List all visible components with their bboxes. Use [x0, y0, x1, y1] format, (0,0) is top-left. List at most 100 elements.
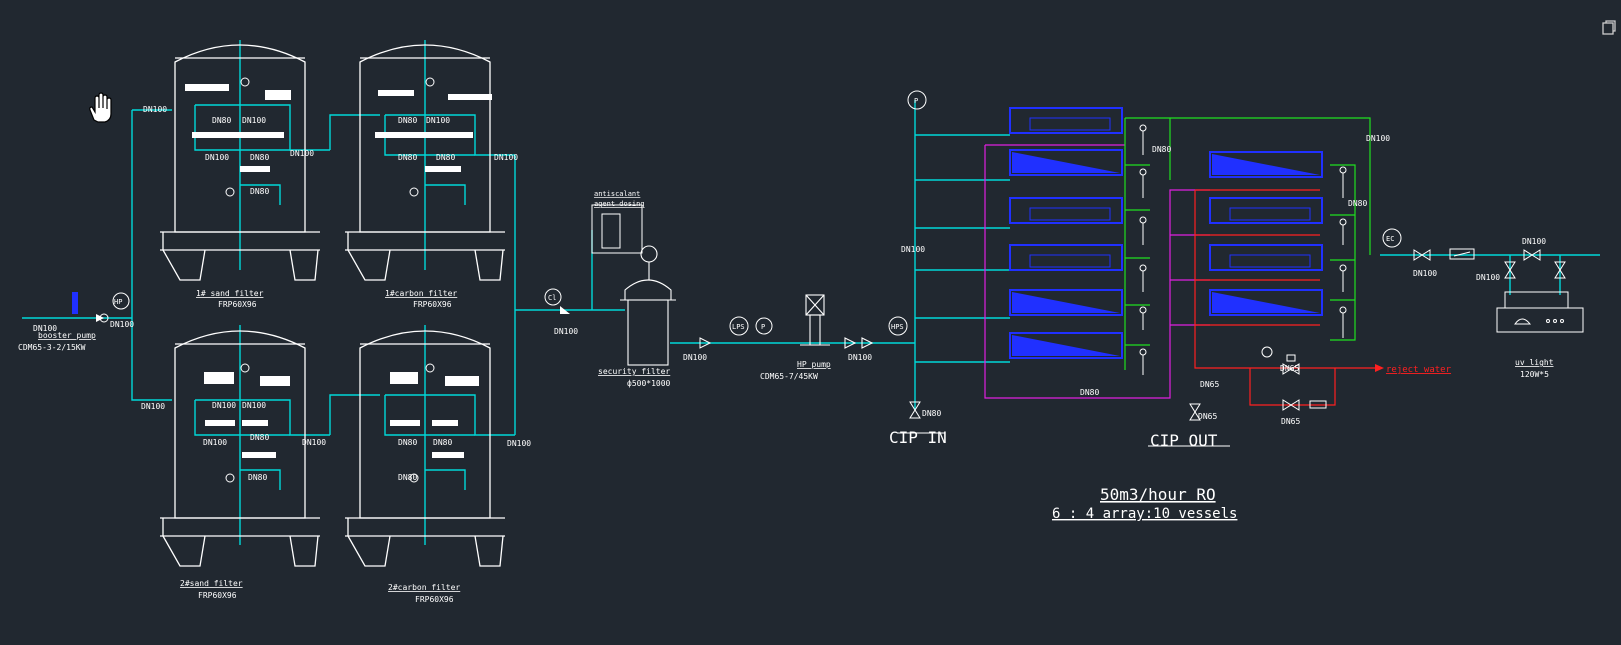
dn-label: DN100 — [507, 439, 531, 448]
ro-vessel — [1209, 197, 1323, 224]
dn-label: DN65 — [1280, 364, 1299, 373]
concentrate-pipes — [984, 144, 1210, 399]
dn-label: DN80 — [250, 153, 269, 162]
dn-label: DN100 — [494, 153, 518, 162]
carbon-filter-2-model: FRP60X96 — [415, 595, 454, 604]
dn-label: DN80 — [1152, 145, 1171, 154]
dn-label: DN100 — [302, 438, 326, 447]
dn-label: DN80 — [398, 438, 417, 447]
reject-water-label: reject water — [1386, 365, 1452, 375]
pan-hand-icon[interactable] — [86, 92, 116, 124]
sand-filter-1-model: FRP60X96 — [218, 300, 257, 309]
dn-label: DN100 — [848, 353, 872, 362]
ro-vessel — [1009, 289, 1123, 316]
dn-label: DN100 — [242, 116, 266, 125]
ro-vessel — [1009, 244, 1123, 271]
dn-label: DN80 — [250, 187, 269, 196]
dn-label: DN100 — [143, 105, 167, 114]
dn-label: DN80 — [433, 438, 452, 447]
booster-pump-name: booster pump — [38, 331, 96, 340]
filter-gauges — [225, 77, 435, 483]
reject-arrow — [1375, 364, 1384, 372]
diagram-title-line-1: 50m3/hour RO — [1100, 485, 1216, 504]
hp-pump — [800, 294, 874, 349]
dn-label: DN65 — [1281, 417, 1300, 426]
ro-vessel — [1009, 107, 1123, 134]
lps-gauge-label: LPS — [732, 323, 745, 331]
p-gauge-label: P — [761, 323, 765, 331]
filter-valve-blocks — [185, 84, 492, 458]
hps-gauge-label: HPS — [891, 323, 904, 331]
permeate-sample-valves — [1139, 124, 1347, 375]
security-filter-model: ф500*1000 — [627, 379, 671, 388]
dosing-tank — [591, 204, 643, 254]
ro-vessel — [1009, 197, 1123, 224]
dn-label: DN80 — [250, 433, 269, 442]
window-restore-icon[interactable] — [1602, 20, 1616, 36]
dn-label: DN100 — [205, 153, 229, 162]
dn-label: DN100 — [554, 327, 578, 336]
uv-light — [1496, 291, 1584, 333]
dosing-name-line-2: agent dosing — [594, 200, 645, 208]
hps-gauge — [888, 316, 908, 336]
cip-out-label: CIP OUT — [1150, 431, 1218, 450]
dn-label: DN100 — [1366, 134, 1390, 143]
dn-label: DN100 — [1522, 237, 1546, 246]
dn-label: DN80 — [212, 116, 231, 125]
ro-stage-2 — [1209, 151, 1323, 316]
cl-gauge — [544, 288, 570, 314]
security-filter — [620, 245, 676, 366]
booster-dn-label: DN100 — [33, 324, 57, 333]
security-filter-name: security filter — [598, 367, 670, 376]
cip-in-valve — [897, 401, 945, 434]
hp-gauge-label: HP — [114, 298, 122, 306]
dn-label: DN65 — [1200, 380, 1219, 389]
sand-filter-1-name: 1# sand filter — [196, 289, 264, 298]
dn-label: DN80 — [436, 153, 455, 162]
hp-pump-name: HP pump — [797, 360, 831, 369]
text-labels: DN100 DN100 booster pump CDM65-3-2/15KW … — [18, 97, 1554, 604]
dn-label: DN65 — [1198, 412, 1217, 421]
dn-label: DN100 — [290, 149, 314, 158]
product-line-instruments — [1382, 228, 1566, 279]
ro-vessel — [1209, 151, 1323, 178]
dn-label: DN100 — [203, 438, 227, 447]
dn-label: DN80 — [1348, 199, 1367, 208]
permeate-pipes — [1124, 117, 1371, 370]
diagram-title-line-2: 6 : 4 array:10 vessels — [1052, 506, 1237, 522]
sand-filter-1-tank — [160, 44, 320, 281]
dn-label: DN100 — [141, 402, 165, 411]
dn-label: DN100 — [1413, 269, 1437, 278]
ro-vessel — [1209, 244, 1323, 271]
sand-filter-2-name: 2#sand filter — [180, 579, 243, 588]
reject-valves — [1148, 346, 1327, 447]
carbon-filter-1-model: FRP60X96 — [413, 300, 452, 309]
dn-label: DN100 — [242, 401, 266, 410]
manifold-p-gauge — [907, 90, 927, 110]
sand-filter-2-model: FRP60X96 — [198, 591, 237, 600]
cl-gauge-label: Cl — [548, 294, 556, 302]
dn-label: DN100 — [683, 353, 707, 362]
reject-pipes — [1194, 189, 1380, 406]
dn-label: DN80 — [248, 473, 267, 482]
ec-gauge-label: EC — [1386, 235, 1394, 243]
uv-light-name: uv light — [1515, 358, 1554, 367]
ro-vessel — [1009, 149, 1123, 176]
dn-label: DN80 — [398, 153, 417, 162]
cip-in-label: CIP IN — [889, 428, 947, 447]
carbon-filter-1-name: 1#carbon filter — [385, 289, 457, 298]
hp-pump-model: CDM65-7/45KW — [760, 372, 818, 381]
booster-dn-label-2: DN100 — [110, 320, 134, 329]
carbon-filter-2-tank — [345, 330, 505, 567]
carbon-filter-1-tank — [345, 44, 505, 281]
filter-tanks — [160, 44, 505, 567]
lps-and-p-gauges — [699, 316, 773, 349]
booster-pump-symbol — [72, 292, 130, 323]
ro-vessel — [1009, 332, 1123, 359]
carbon-filter-2-name: 2#carbon filter — [388, 583, 460, 592]
dn-label: DN100 — [1476, 273, 1500, 282]
sand-filter-2-tank — [160, 330, 320, 567]
dn-label: DN80 — [1080, 388, 1099, 397]
uv-light-model: 120W*5 — [1520, 370, 1549, 379]
